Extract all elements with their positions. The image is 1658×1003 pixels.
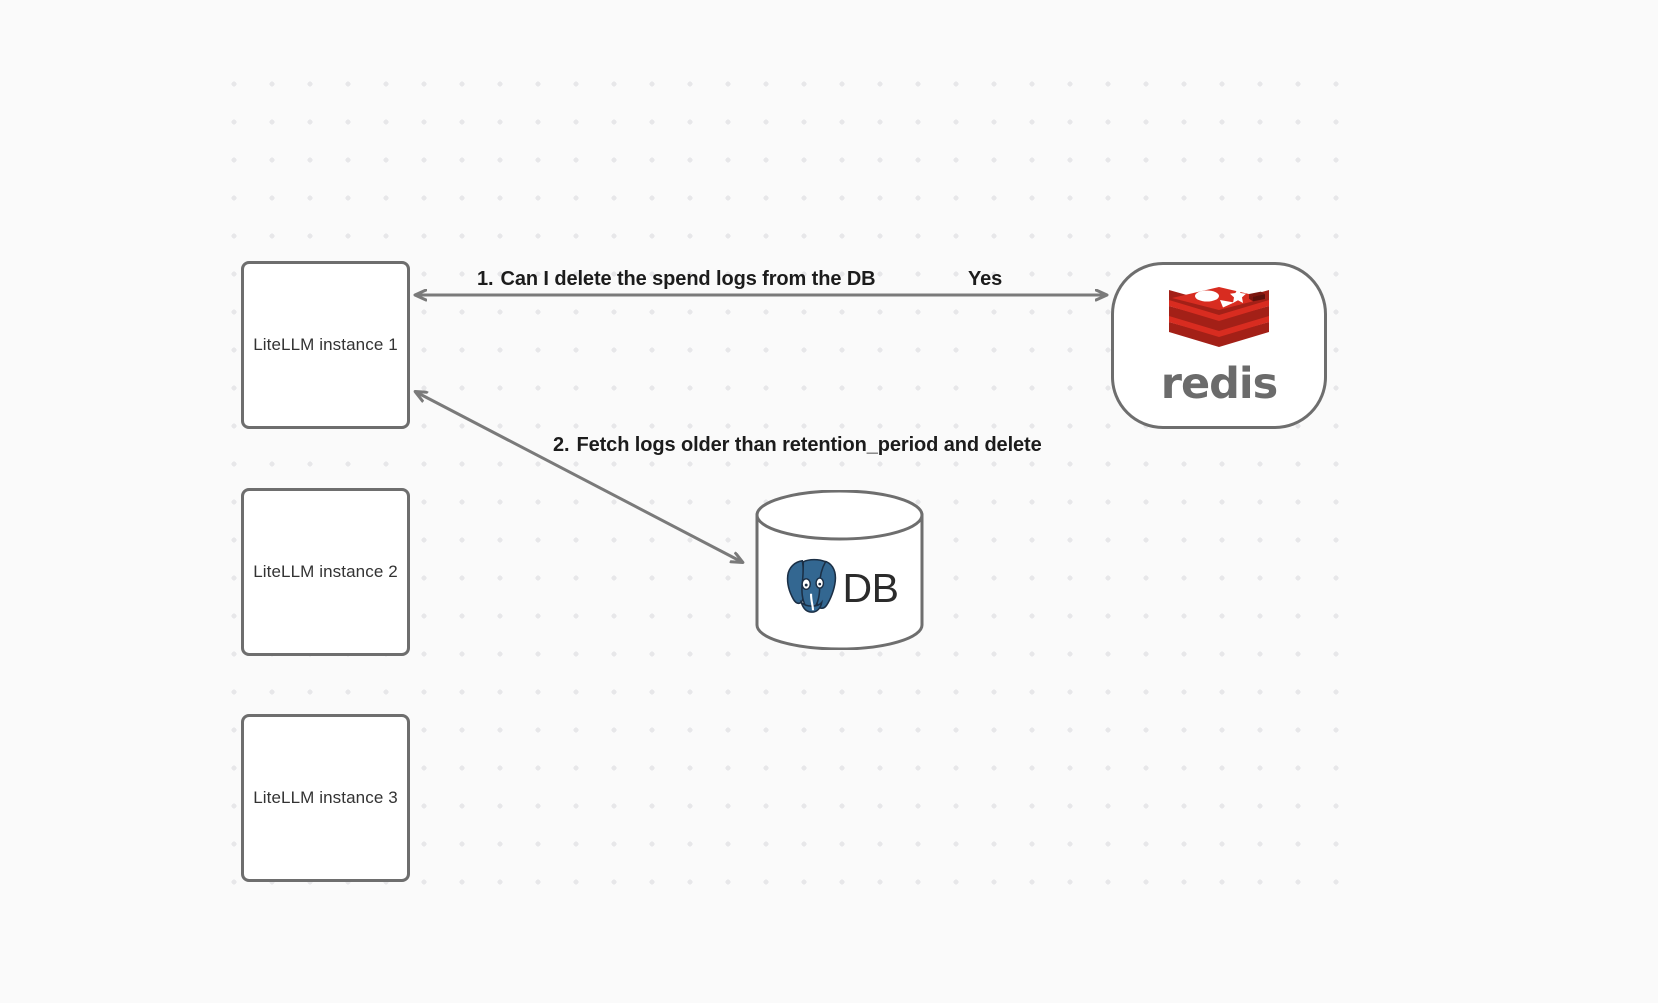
node-label: LiteLLM instance 1 (253, 335, 398, 354)
step-text: Can I delete the spend logs from the DB (500, 268, 876, 290)
node-database[interactable]: DB (754, 490, 925, 650)
redis-wordmark: redis (1160, 358, 1278, 409)
step-number: 1. (477, 268, 494, 290)
redis-logo-icon (1165, 286, 1273, 363)
edge-label-step-2: 2. Fetch logs older than retention_period… (553, 434, 1042, 457)
node-label: LiteLLM instance 3 (253, 788, 398, 807)
database-cylinder-icon (755, 490, 924, 650)
edge-label-yes: Yes (968, 268, 1003, 290)
database-label: DB (842, 564, 899, 611)
postgresql-elephant-icon (781, 555, 843, 622)
node-litellm-instance-2[interactable]: LiteLLM instance 2 (241, 488, 410, 656)
step-text: Fetch logs older than retention_period a… (576, 434, 1042, 456)
node-label: LiteLLM instance 2 (253, 562, 398, 581)
step-number: 2. (553, 434, 570, 456)
node-redis[interactable]: redis (1111, 262, 1327, 429)
edge-instance1-database (416, 392, 742, 562)
node-litellm-instance-3[interactable]: LiteLLM instance 3 (241, 714, 410, 882)
node-litellm-instance-1[interactable]: LiteLLM instance 1 (241, 261, 410, 429)
edge-label-step-1: 1. Can I delete the spend logs from the D… (477, 268, 876, 291)
